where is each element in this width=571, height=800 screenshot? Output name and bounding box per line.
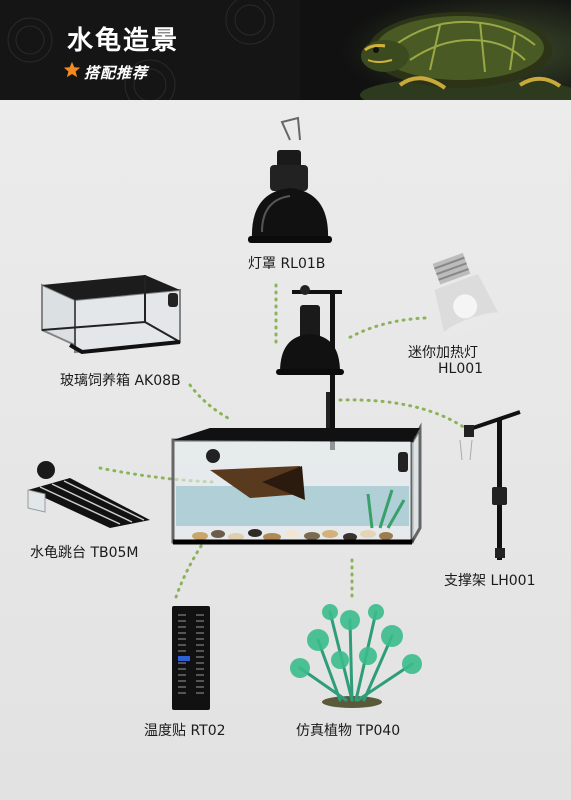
thermometer-tick	[178, 686, 186, 688]
connector-terrarium	[188, 383, 230, 420]
thermometer-tick	[178, 662, 186, 664]
label-terrarium: 玻璃饲养箱 AK08B	[60, 373, 181, 389]
thermometer-tick	[196, 686, 204, 688]
thermometer-tick	[196, 680, 204, 682]
thermometer-tick	[196, 668, 204, 670]
header-banner: 水龟造景 搭配推荐	[0, 0, 571, 100]
page-title: 水龟造景	[67, 26, 180, 56]
connector-stand	[338, 398, 467, 430]
thermometer-tick	[196, 662, 204, 664]
thermometer-tick	[196, 614, 204, 616]
thermometer-tick	[196, 620, 204, 622]
thermometer-tick	[178, 620, 186, 622]
thermometer-tick	[178, 632, 186, 634]
connector-heat-bulb	[343, 316, 427, 342]
thermometer-tick	[178, 650, 186, 652]
pebbles	[192, 529, 393, 541]
turtle-ramp-icon	[27, 461, 150, 528]
heat-bulb-icon	[432, 252, 500, 336]
label-thermometer: 温度贴 RT02	[144, 723, 226, 739]
thermometer-tick	[196, 656, 204, 658]
thermometer-tick	[196, 650, 204, 652]
thermometer-tick	[178, 626, 186, 628]
glass-terrarium-icon	[41, 275, 181, 355]
thermometer-tick	[196, 674, 204, 676]
thermometer-tick	[178, 638, 186, 640]
thermometer-tick	[178, 674, 186, 676]
lamp-stand-icon	[459, 410, 521, 560]
label-stand: 支撑架 LH001	[444, 573, 536, 589]
thermometer-tick	[196, 626, 204, 628]
page-subtitle: 搭配推荐	[84, 64, 149, 82]
label-lamp-shade: 灯罩 RL01B	[248, 256, 326, 272]
thermometer-tick	[178, 614, 186, 616]
label-plant: 仿真植物 TP040	[296, 723, 401, 739]
header-background	[0, 0, 571, 100]
turtle-photo	[360, 12, 571, 100]
label-heat-bulb: 迷你加热灯	[408, 345, 478, 361]
star-icon	[63, 61, 81, 78]
thermometer-tick	[178, 680, 186, 682]
label-ramp: 水龟跳台 TB05M	[30, 545, 139, 561]
artificial-plant-icon	[290, 604, 422, 708]
thermometer-tick	[178, 692, 186, 694]
thermometer-tick	[196, 644, 204, 646]
thermometer-tick	[178, 644, 186, 646]
label-heat-bulb-code: HL001	[438, 361, 484, 377]
thermometer-tick	[196, 692, 204, 694]
lamp-shade-icon	[248, 116, 332, 243]
thermometer-tick	[178, 668, 186, 670]
thermometer-strip-icon	[172, 606, 210, 710]
thermometer-tick	[196, 638, 204, 640]
main-terrarium	[171, 285, 422, 545]
connector-thermometer	[173, 538, 207, 602]
thermometer-tick	[196, 632, 204, 634]
